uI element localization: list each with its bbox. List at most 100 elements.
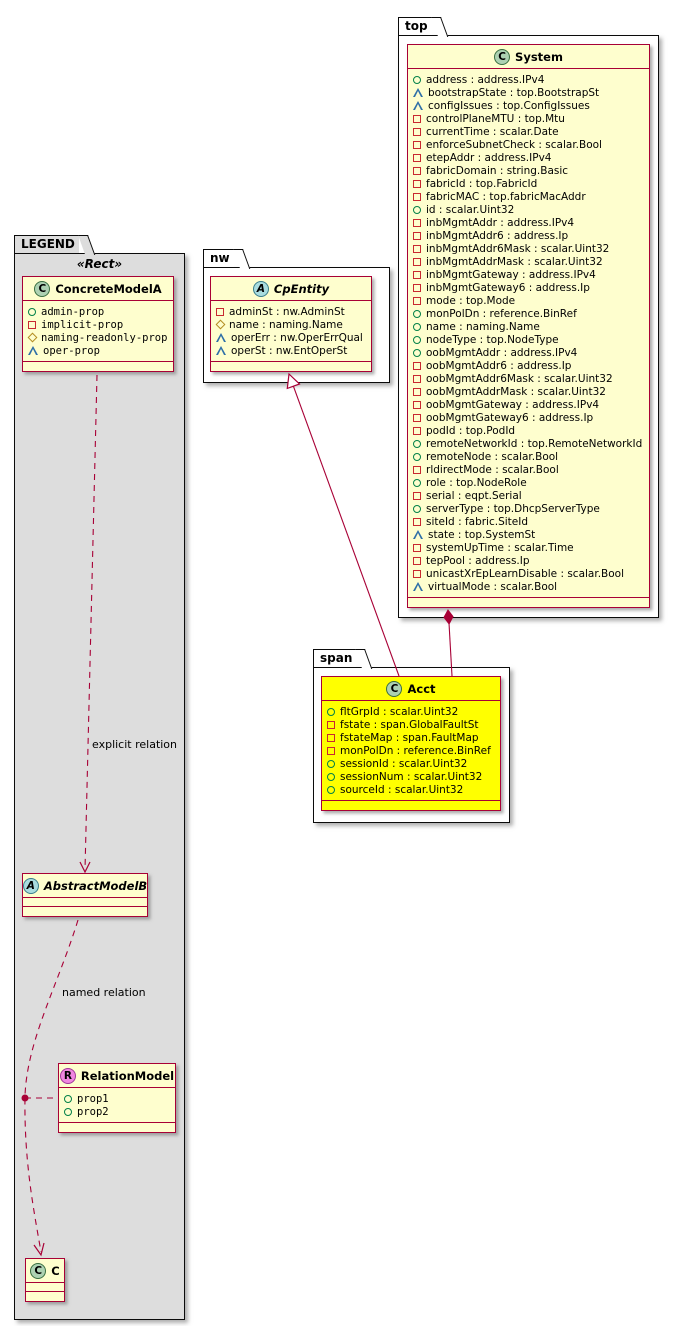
class-spot-icon: C — [34, 280, 51, 297]
attribute-text: inbMgmtAddr : address.IPv4 — [426, 216, 575, 229]
package-tab-top: top — [398, 17, 432, 35]
private-visibility-icon — [413, 400, 421, 409]
attribute-text: name : naming.Name — [229, 318, 343, 331]
class-c: C C — [25, 1258, 65, 1302]
attribute-text: remoteNetworkId : top.RemoteNetworkId — [426, 437, 643, 450]
attribute-row: prop1 — [64, 1092, 170, 1105]
attribute-text: systemUpTime : scalar.Time — [426, 541, 574, 554]
private-visibility-icon — [327, 733, 335, 742]
attribute-row: fstate : span.GlobalFaultSt — [327, 718, 495, 731]
private-visibility-icon — [413, 465, 421, 474]
attribute-text: virtualMode : scalar.Bool — [428, 580, 558, 593]
package-tab-span: span — [313, 649, 357, 667]
attribute-text: prop2 — [77, 1105, 109, 1118]
attribute-row: fabricDomain : string.Basic — [413, 164, 644, 177]
class-name: System — [515, 49, 563, 64]
private-visibility-icon — [413, 140, 421, 149]
legend-stereotype: «Rect» — [76, 257, 123, 271]
public-visibility-icon — [28, 307, 36, 316]
attribute-text: sessionId : scalar.Uint32 — [340, 757, 468, 770]
public-visibility-icon — [413, 75, 421, 84]
public-visibility-icon — [413, 478, 421, 487]
generalization-edge — [292, 386, 400, 677]
public-visibility-icon — [413, 335, 421, 344]
attribute-row: configIssues : top.ConfigIssues — [413, 99, 644, 112]
attribute-row: inbMgmtAddr6Mask : scalar.Uint32 — [413, 242, 644, 255]
private-visibility-icon — [413, 179, 421, 188]
class-name: ConcreteModelA — [55, 281, 162, 296]
attribute-text: oobMgmtAddr : address.IPv4 — [426, 346, 578, 359]
class-system-header: C System — [408, 45, 649, 69]
attribute-text: rldirectMode : scalar.Bool — [426, 463, 559, 476]
private-visibility-icon — [413, 296, 421, 305]
package-visibility-icon — [413, 530, 423, 539]
private-visibility-icon — [28, 320, 36, 329]
attribute-row: rldirectMode : scalar.Bool — [413, 463, 644, 476]
public-visibility-icon — [413, 309, 421, 318]
attribute-text: adminSt : nw.AdminSt — [229, 305, 345, 318]
class-cpentity-header: A CpEntity — [211, 277, 371, 301]
private-visibility-icon — [413, 491, 421, 500]
attribute-row: inbMgmtGateway : address.IPv4 — [413, 268, 644, 281]
attribute-row: serial : eqpt.Serial — [413, 489, 644, 502]
protected-visibility-icon — [27, 332, 38, 343]
attribute-text: fabricMAC : top.fabricMacAddr — [426, 190, 586, 203]
attribute-row: operSt : nw.EntOperSt — [216, 344, 366, 357]
package-visibility-icon — [28, 346, 38, 355]
attribute-row: oobMgmtGateway : address.IPv4 — [413, 398, 644, 411]
class-abstractb-header: A AbstractModelB — [22, 874, 148, 898]
class-name: C — [51, 1263, 60, 1278]
attribute-text: fstate : span.GlobalFaultSt — [340, 718, 479, 731]
private-visibility-icon — [216, 307, 224, 316]
attribute-row: fabricMAC : top.fabricMacAddr — [413, 190, 644, 203]
public-visibility-icon — [327, 785, 335, 794]
attribute-text: monPolDn : reference.BinRef — [340, 744, 491, 757]
private-visibility-icon — [413, 361, 421, 370]
methods-compartment — [59, 1123, 175, 1132]
attribute-text: remoteNode : scalar.Bool — [426, 450, 559, 463]
attribute-row: fltGrpId : scalar.Uint32 — [327, 705, 495, 718]
attribute-text: podId : top.PodId — [426, 424, 516, 437]
attribute-text: inbMgmtGateway6 : address.Ip — [426, 281, 590, 294]
named-relation-label: named relation — [62, 986, 146, 999]
attribute-row: serverType : top.DhcpServerType — [413, 502, 644, 515]
private-visibility-icon — [413, 426, 421, 435]
attribute-row: naming-readonly-prop — [27, 331, 168, 344]
private-visibility-icon — [413, 127, 421, 136]
attribute-row: virtualMode : scalar.Bool — [413, 580, 644, 593]
attribute-row: monPolDn : reference.BinRef — [413, 307, 644, 320]
attribute-row: name : naming.Name — [413, 320, 644, 333]
attribute-text: monPolDn : reference.BinRef — [426, 307, 577, 320]
relation-spot-icon: R — [59, 1067, 76, 1084]
attribute-text: enforceSubnetCheck : scalar.Bool — [426, 138, 602, 151]
methods-compartment — [26, 1292, 64, 1301]
class-name: CpEntity — [273, 281, 330, 296]
attribute-row: address : address.IPv4 — [413, 73, 644, 86]
attribute-text: serial : eqpt.Serial — [426, 489, 522, 502]
attribute-row: enforceSubnetCheck : scalar.Bool — [413, 138, 644, 151]
attribute-row: inbMgmtAddr : address.IPv4 — [413, 216, 644, 229]
attribute-row: inbMgmtAddr6 : address.Ip — [413, 229, 644, 242]
attribute-text: operSt : nw.EntOperSt — [231, 344, 348, 357]
public-visibility-icon — [413, 504, 421, 513]
attribute-row: oobMgmtAddr : address.IPv4 — [413, 346, 644, 359]
private-visibility-icon — [413, 166, 421, 175]
attribute-text: role : top.NodeRole — [426, 476, 527, 489]
private-visibility-icon — [413, 114, 421, 123]
private-visibility-icon — [413, 556, 421, 565]
attribute-text: id : scalar.Uint32 — [426, 203, 515, 216]
private-visibility-icon — [413, 244, 421, 253]
package-visibility-icon — [413, 101, 423, 110]
package-tab-nw: nw — [203, 249, 234, 267]
private-visibility-icon — [413, 543, 421, 552]
abstract-spot-icon: A — [22, 877, 39, 894]
private-visibility-icon — [413, 257, 421, 266]
attribute-row: state : top.SystemSt — [413, 528, 644, 541]
attribute-text: fabricId : top.FabricId — [426, 177, 538, 190]
attribute-text: siteId : fabric.SiteId — [426, 515, 529, 528]
attribute-text: fltGrpId : scalar.Uint32 — [340, 705, 459, 718]
class-name: AbstractModelB — [43, 878, 148, 893]
